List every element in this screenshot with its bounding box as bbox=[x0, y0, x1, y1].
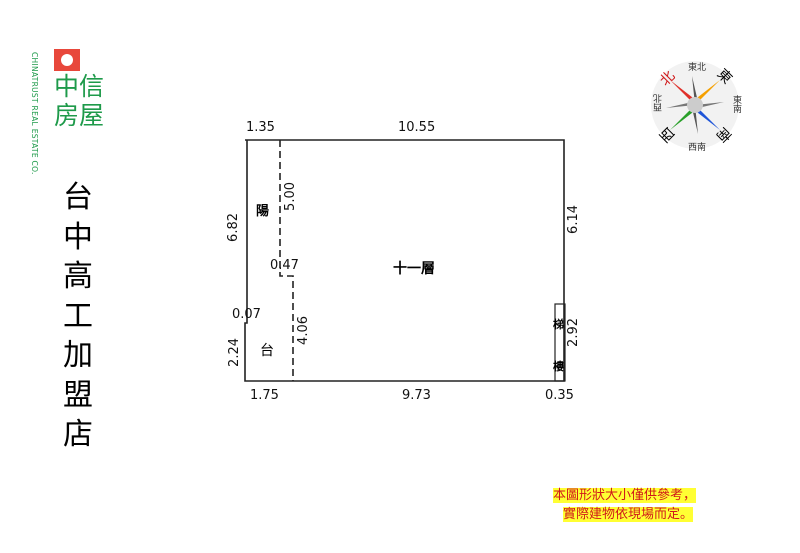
compass-nw: 西北 bbox=[654, 94, 664, 112]
disclaimer-line-2: 實際建物依現場而定。 bbox=[563, 507, 694, 522]
dim-left-upper: 6.82 bbox=[226, 213, 241, 242]
dim-bottom-right: 0.35 bbox=[545, 388, 574, 403]
logo-chinese-text: 中信房屋 bbox=[54, 72, 105, 130]
dim-step: 0.47 bbox=[270, 258, 299, 273]
dim-bottom: 9.73 bbox=[402, 388, 431, 403]
label-stair-top: 梯 bbox=[553, 318, 564, 331]
dim-left-lower: 2.24 bbox=[227, 338, 242, 367]
stair-box bbox=[554, 303, 566, 382]
logo-mark bbox=[54, 49, 80, 71]
compass-ne: 東北 bbox=[688, 63, 707, 73]
balcony-divider bbox=[279, 140, 294, 381]
dim-top: 10.55 bbox=[398, 120, 436, 135]
dim-dashed-lower: 4.06 bbox=[296, 316, 311, 345]
disclaimer: 本圖形狀大小僅供參考， 實際建物依現場而定。 bbox=[553, 486, 697, 524]
compass-sw: 西南 bbox=[688, 143, 707, 153]
label-stair-bottom: 樓 bbox=[553, 360, 564, 373]
outer-wall bbox=[244, 139, 565, 382]
disclaimer-line-1: 本圖形狀大小僅供參考， bbox=[553, 488, 697, 503]
compass-rose-icon bbox=[651, 61, 739, 149]
store-name: 台中高工加盟店 bbox=[63, 180, 93, 452]
dim-dashed-upper: 5.00 bbox=[283, 182, 298, 211]
compass-se: 東南 bbox=[731, 95, 741, 113]
label-floor: 十一層 bbox=[393, 261, 435, 277]
dim-right-lower: 2.92 bbox=[566, 318, 581, 347]
logo-english-text: CHINATRUST REAL ESTATE CO. bbox=[30, 52, 39, 175]
dim-bottom-left: 1.75 bbox=[250, 388, 279, 403]
dim-right-upper: 6.14 bbox=[566, 205, 581, 234]
label-balcony-bottom: 台 bbox=[260, 343, 274, 359]
dim-top-left: 1.35 bbox=[246, 120, 275, 135]
label-balcony-top: 陽 bbox=[256, 204, 270, 219]
dim-left-step: 0.07 bbox=[232, 307, 261, 322]
